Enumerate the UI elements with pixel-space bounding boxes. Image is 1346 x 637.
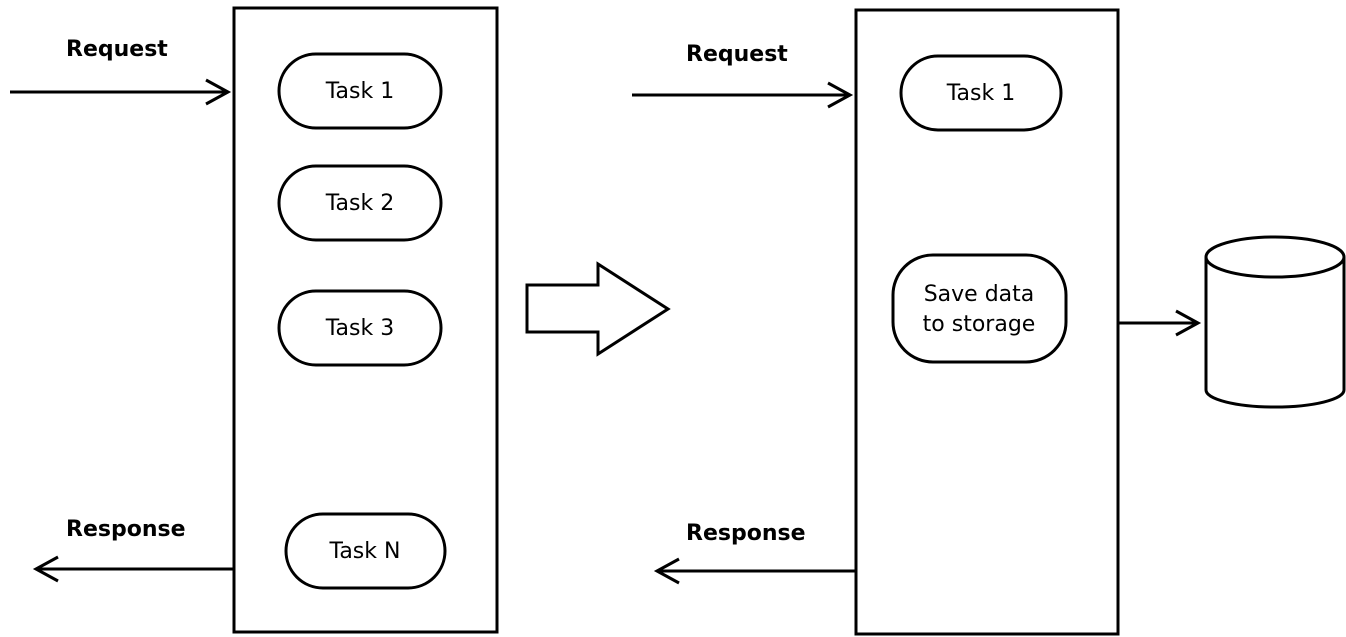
- storage-arrow: [1118, 309, 1202, 337]
- left-task-3: Task 3: [277, 289, 443, 367]
- right-task-save-data-line1: Save data: [924, 282, 1035, 307]
- right-task-save-data-line2: to storage: [923, 312, 1036, 337]
- left-response-label: Response: [66, 517, 186, 542]
- left-request-arrow: [10, 78, 232, 106]
- right-request-label: Request: [686, 42, 788, 67]
- left-task-2: Task 2: [277, 164, 443, 242]
- right-response-arrow: [653, 557, 856, 585]
- left-request-label: Request: [66, 37, 168, 62]
- left-task-n: Task N: [284, 512, 447, 590]
- left-task-1: Task 1: [277, 52, 443, 130]
- right-task-1: Task 1: [899, 54, 1063, 132]
- right-task-1-label: Task 1: [946, 81, 1015, 106]
- left-task-2-label: Task 2: [325, 191, 394, 216]
- left-task-3-label: Task 3: [325, 316, 394, 341]
- block-arrow-right-icon: [525, 261, 671, 357]
- right-task-save-data: Save data to storage: [891, 253, 1068, 364]
- left-flow: Request Task 1 Task 2 Task 3 Task N Resp…: [10, 6, 499, 634]
- right-request-arrow: [632, 81, 854, 109]
- left-task-n-label: Task N: [329, 539, 401, 564]
- right-response-label: Response: [686, 521, 806, 546]
- left-response-arrow: [32, 555, 234, 583]
- left-task-1-label: Task 1: [325, 79, 394, 104]
- database-cylinder-icon: [1204, 235, 1346, 409]
- right-flow: Request Task 1 Save data to storage Resp…: [632, 8, 1346, 636]
- left-container: [232, 6, 499, 634]
